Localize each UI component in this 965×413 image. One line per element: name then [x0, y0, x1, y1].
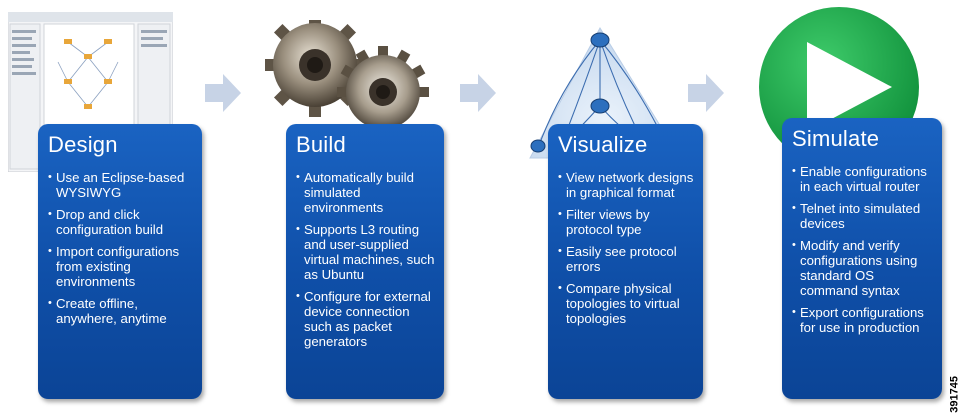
list-item: Filter views by protocol type — [558, 207, 695, 237]
gears-icon — [263, 13, 429, 138]
list-item: Easily see protocol errors — [558, 244, 695, 274]
visualize-card: Visualize View network designs in graphi… — [548, 124, 703, 399]
build-title: Build — [296, 132, 346, 157]
list-item: Compare physical topologies to virtual t… — [558, 281, 695, 326]
list-item: Configure for external device connection… — [296, 289, 436, 349]
simulate-title: Simulate — [792, 126, 880, 151]
list-item: Import configurations from existing envi… — [48, 244, 194, 289]
list-item: Automatically build simulated environmen… — [296, 170, 436, 215]
list-item: Telnet into simulated devices — [792, 201, 934, 231]
list-item: Enable configurations in each virtual ro… — [792, 164, 934, 194]
simulate-card: Simulate Enable configurations in each v… — [782, 118, 942, 399]
design-list: Use an Eclipse-based WYSIWYG Drop and cl… — [48, 170, 194, 326]
build-list: Automatically build simulated environmen… — [296, 170, 436, 349]
build-gears-image — [263, 13, 430, 140]
design-card: Design Use an Eclipse-based WYSIWYG Drop… — [38, 124, 202, 399]
flow-arrow-icon — [205, 74, 241, 112]
list-item: Supports L3 routing and user-supplied vi… — [296, 222, 436, 282]
figure-id: 391745 — [949, 376, 961, 413]
design-screenshot-image — [7, 11, 174, 173]
flow-arrow-icon — [460, 74, 496, 112]
build-card: Build Automatically build simulated envi… — [286, 124, 444, 399]
software-screenshot-icon — [7, 11, 174, 173]
visualize-list: View network designs in graphical format… — [558, 170, 695, 326]
list-item: Create offline, anywhere, anytime — [48, 296, 194, 326]
simulate-list: Enable configurations in each virtual ro… — [792, 164, 934, 335]
list-item: Drop and click configuration build — [48, 207, 194, 237]
list-item: Use an Eclipse-based WYSIWYG — [48, 170, 194, 200]
list-item: Export configurations for use in product… — [792, 305, 934, 335]
flow-arrow-icon — [688, 74, 724, 112]
visualize-title: Visualize — [558, 132, 648, 157]
list-item: View network designs in graphical format — [558, 170, 695, 200]
design-title: Design — [48, 132, 118, 157]
list-item: Modify and verify configurations using s… — [792, 238, 934, 298]
